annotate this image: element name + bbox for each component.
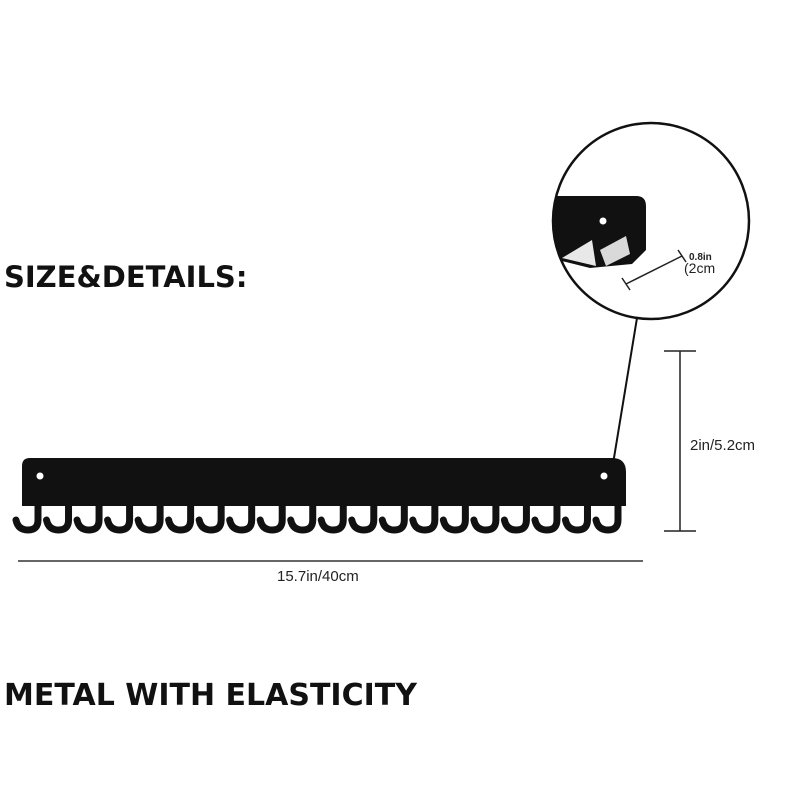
hook xyxy=(226,500,256,534)
detail-depth-inches-label: 0.8in xyxy=(689,252,712,263)
detail-callout-circle xyxy=(551,121,751,321)
hook xyxy=(561,500,591,534)
width-dimension-label: 15.7in/40cm xyxy=(277,568,359,585)
hook xyxy=(531,500,561,534)
hook xyxy=(409,500,439,534)
hook xyxy=(378,500,408,534)
hook xyxy=(256,500,286,534)
hook xyxy=(104,500,134,534)
callout-leader-line xyxy=(611,317,638,471)
detail-depth-line xyxy=(625,255,683,285)
hook xyxy=(12,500,42,534)
detail-depth-cm-label: (2cm xyxy=(684,260,716,276)
size-details-heading: SIZE&DETAILS: xyxy=(4,260,248,294)
hook xyxy=(287,500,317,534)
hook xyxy=(439,500,469,534)
hook xyxy=(317,500,347,534)
hook xyxy=(73,500,103,534)
detail-closeup xyxy=(553,123,749,319)
hook xyxy=(470,500,500,534)
hook xyxy=(500,500,530,534)
detail-bracket xyxy=(553,196,646,268)
hook xyxy=(165,500,195,534)
metal-elasticity-heading: METAL WITH ELASTICITY xyxy=(4,678,417,713)
mounting-hole-right xyxy=(600,472,608,480)
hook xyxy=(592,500,622,534)
hook-rail xyxy=(22,458,626,506)
hook xyxy=(43,500,73,534)
hook xyxy=(134,500,164,534)
hook xyxy=(195,500,225,534)
detail-mounting-hole xyxy=(599,217,607,225)
mounting-hole-left xyxy=(36,472,44,480)
height-dimension-label: 2in/5.2cm xyxy=(690,437,756,454)
hook xyxy=(348,500,378,534)
hooks-group xyxy=(12,500,622,534)
